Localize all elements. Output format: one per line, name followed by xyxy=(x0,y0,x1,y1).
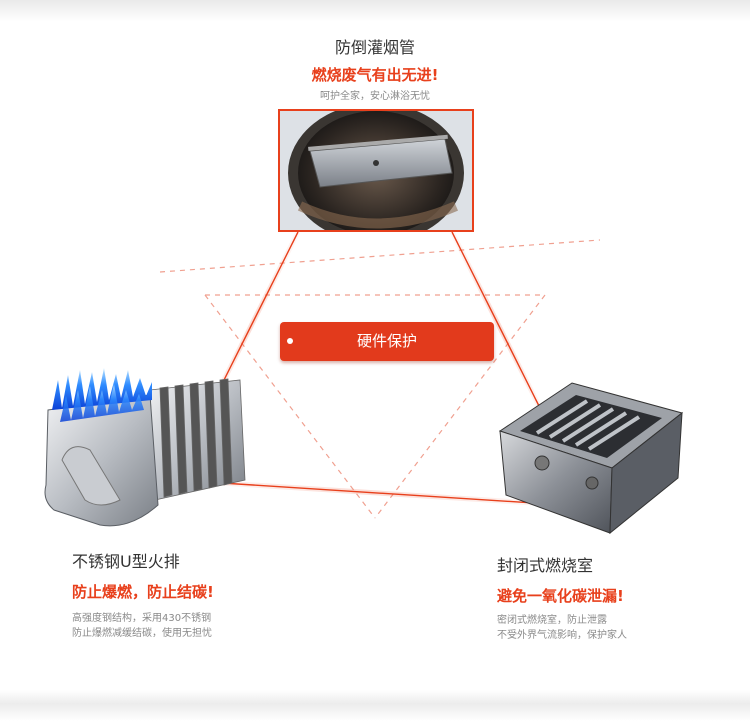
flue-pipe-icon xyxy=(280,111,472,230)
feature-right-title: 封闭式燃烧室 xyxy=(497,556,594,575)
feature-top: 防倒灌烟管 燃烧废气有出无进! 呵护全家，安心淋浴无忧 xyxy=(0,38,750,104)
combustion-chamber-icon xyxy=(498,382,684,535)
feature-top-desc: 呵护全家，安心淋浴无忧 xyxy=(320,91,430,102)
feature-left-desc-line: 防止爆燃减缓结碳，使用无担忧 xyxy=(72,628,212,639)
hardware-protection-label: 硬件保护 xyxy=(356,332,417,350)
feature-left-slogan: 防止爆燃，防止结碳! xyxy=(72,583,214,601)
feature-top-slogan: 燃烧废气有出无进! xyxy=(311,66,439,84)
dashed-triangle xyxy=(159,239,601,519)
feature-left: 不锈钢U型火排 防止爆燃，防止结碳! 高强度钢结构，采用430不锈钢 防止爆燃减… xyxy=(72,552,214,641)
feature-left-desc-line: 高强度钢结构，采用430不锈钢 xyxy=(72,613,212,624)
feature-right-desc-line: 不受外界气流影响，保护家人 xyxy=(497,630,627,641)
feature-right-slogan: 避免一氧化碳泄漏! xyxy=(497,587,624,605)
feature-right-desc-line: 密闭式燃烧室，防止泄露 xyxy=(497,615,607,626)
feature-right: 封闭式燃烧室 避免一氧化碳泄漏! 密闭式燃烧室，防止泄露 不受外界气流影响，保护… xyxy=(497,556,627,643)
feature-left-title: 不锈钢U型火排 xyxy=(72,552,180,571)
flue-pipe-photo xyxy=(278,109,474,232)
u-burner-icon xyxy=(44,368,246,527)
bottom-shadow-bar xyxy=(0,690,750,721)
feature-left-desc: 高强度钢结构，采用430不锈钢 防止爆燃减缓结碳，使用无担忧 xyxy=(72,611,214,641)
feature-right-desc: 密闭式燃烧室，防止泄露 不受外界气流影响，保护家人 xyxy=(497,613,627,643)
hardware-protection-button[interactable]: 硬件保护 xyxy=(280,322,494,361)
top-shadow-bar xyxy=(0,0,750,22)
dot-icon xyxy=(287,338,293,344)
feature-top-title: 防倒灌烟管 xyxy=(334,38,415,57)
